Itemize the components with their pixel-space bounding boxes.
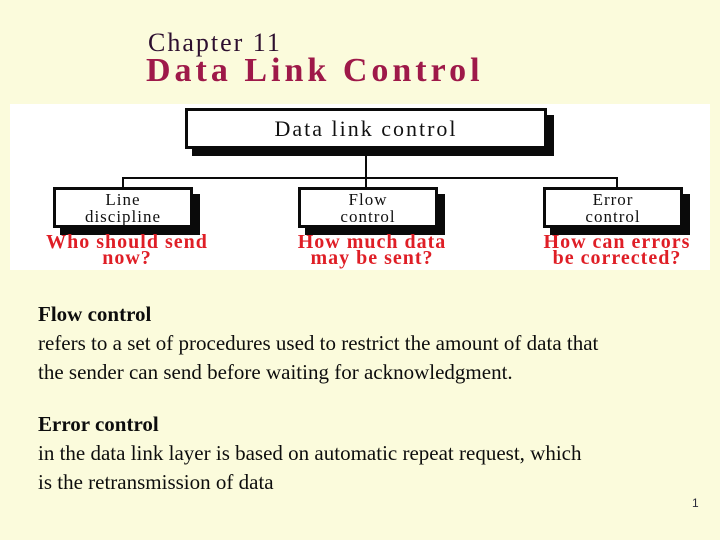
slide-title: Data Link Control xyxy=(146,52,484,89)
connector-root-vertical xyxy=(365,149,367,189)
question-text-line2: may be sent? xyxy=(310,247,434,269)
question-error-control: How can errors be corrected? xyxy=(492,231,720,269)
paragraph-text-line2: is the retransmission of data xyxy=(38,470,274,494)
paragraph-flow-control: Flow control refers to a set of procedur… xyxy=(38,300,698,387)
paragraph-text-line2: the sender can send before waiting for a… xyxy=(38,360,513,384)
paragraph-heading: Flow control xyxy=(38,302,152,326)
question-line-discipline: Who should send now? xyxy=(2,231,252,269)
paragraph-error-control: Error control in the data link layer is … xyxy=(38,410,698,497)
diagram-node-line-discipline: Line discipline xyxy=(53,187,193,228)
diagram-node-flow-control: Flow control xyxy=(298,187,438,228)
paragraph-heading: Error control xyxy=(38,412,159,436)
node-label-line2: discipline xyxy=(84,206,162,226)
question-text-line1: How much data xyxy=(297,231,447,253)
paragraph-text-line1: refers to a set of procedures used to re… xyxy=(38,331,599,355)
diagram-root-label: Data link control xyxy=(274,115,458,141)
question-text-line1: Who should send xyxy=(46,231,208,253)
diagram-panel: Data link control Line discipline Flow c… xyxy=(10,104,710,270)
paragraph-text-line1: in the data link layer is based on autom… xyxy=(38,441,582,465)
question-text-line2: be corrected? xyxy=(552,247,682,269)
diagram-node-error-control: Error control xyxy=(543,187,683,228)
diagram-node-data-link-control: Data link control xyxy=(185,108,547,149)
node-label-line2: control xyxy=(340,206,396,226)
node-label-line1: Flow xyxy=(348,189,388,209)
connector-left-stub xyxy=(122,177,124,189)
question-text-line2: now? xyxy=(102,247,152,269)
node-label-line1: Error xyxy=(592,189,634,209)
connector-horizontal xyxy=(122,177,617,179)
node-label-line2: control xyxy=(585,206,641,226)
question-text-line1: How can errors xyxy=(543,231,691,253)
chapter-label: Chapter 11 xyxy=(148,28,282,57)
node-label-line1: Line xyxy=(105,189,141,209)
question-flow-control: How much data may be sent? xyxy=(247,231,497,269)
connector-right-stub xyxy=(616,177,618,189)
page-number: 1 xyxy=(692,496,699,510)
